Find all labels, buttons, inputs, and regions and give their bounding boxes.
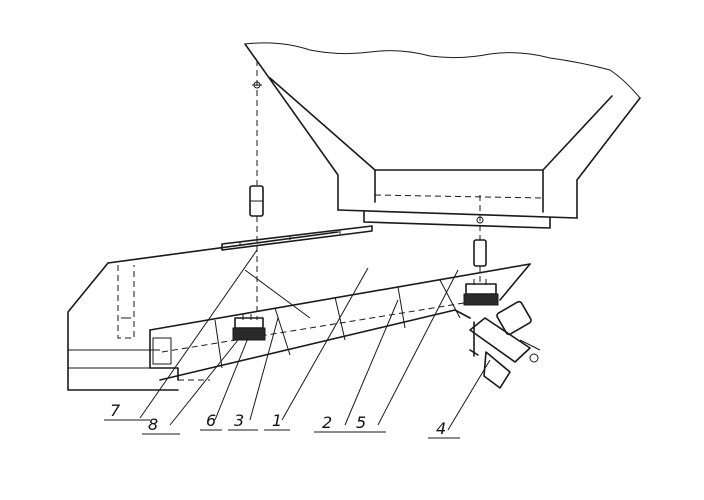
chute-body bbox=[67, 231, 531, 391]
left-suspension bbox=[249, 60, 264, 320]
svg-text:8: 8 bbox=[148, 415, 158, 434]
right-suspension bbox=[473, 195, 487, 285]
svg-text:5: 5 bbox=[356, 413, 366, 432]
svg-text:7: 7 bbox=[110, 401, 121, 420]
callout-4: 4 bbox=[428, 419, 460, 439]
callout-3: 3 bbox=[228, 411, 258, 431]
svg-text:3: 3 bbox=[234, 411, 244, 430]
callout-6: 6 bbox=[200, 411, 222, 431]
svg-text:4: 4 bbox=[436, 419, 446, 438]
leader-lines bbox=[139, 249, 491, 431]
svg-text:1: 1 bbox=[272, 411, 282, 430]
rubber-pad-right bbox=[463, 279, 499, 306]
callout-2: 2 bbox=[314, 413, 352, 433]
svg-text:6: 6 bbox=[206, 411, 216, 430]
callout-8: 8 bbox=[142, 415, 180, 435]
hopper bbox=[244, 42, 641, 229]
callout-1: 1 bbox=[264, 411, 290, 431]
svg-text:2: 2 bbox=[322, 413, 332, 432]
callout-7: 7 bbox=[104, 401, 150, 421]
callout-5: 5 bbox=[348, 413, 386, 433]
rubber-pad-left bbox=[232, 314, 266, 341]
